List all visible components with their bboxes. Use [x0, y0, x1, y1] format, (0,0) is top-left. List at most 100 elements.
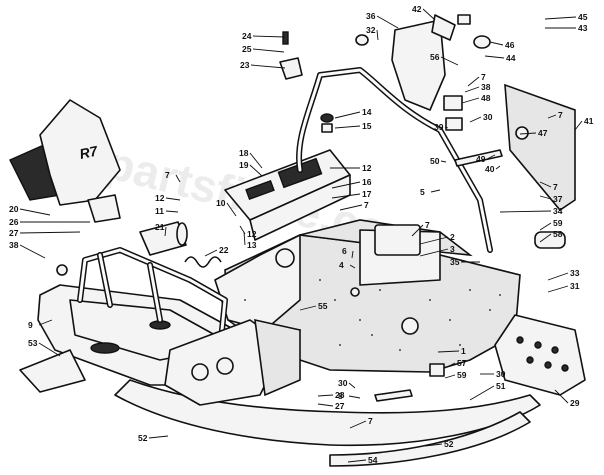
belly-pan-rear: [329, 411, 531, 467]
leader-c13: [243, 231, 246, 246]
skid-plate-53: [19, 349, 86, 393]
column-clamp: [431, 14, 456, 41]
callout-c12a: 12: [362, 163, 372, 173]
callout-c10: 10: [216, 198, 226, 208]
callout-c36: 36: [366, 11, 376, 21]
clamp-block-48: [443, 95, 463, 111]
leader-c19: [249, 164, 263, 177]
leader-c36: [376, 15, 399, 29]
leader-c57: [444, 362, 456, 369]
leader-c4: [349, 264, 356, 269]
callout-c56: 56: [430, 52, 440, 62]
leader-c10: [226, 202, 237, 217]
leader-c7b: [547, 114, 557, 119]
leader-c38: [464, 86, 480, 93]
spindle-boss-2: [216, 357, 234, 375]
callout-c42: 42: [412, 4, 422, 14]
leader-c52b: [424, 443, 443, 447]
callout-c59b: 59: [457, 370, 467, 380]
leader-c50: [440, 160, 447, 163]
leader-c2: [419, 236, 449, 245]
callout-c4: 4: [339, 260, 344, 270]
leader-c1: [437, 350, 460, 353]
steering-block: [374, 224, 421, 256]
callout-c30b: 30: [338, 378, 348, 388]
callout-c28: 28: [335, 390, 345, 400]
leader-c31: [547, 285, 569, 293]
callout-c39: 39: [434, 122, 444, 132]
leader-c27b: [317, 403, 334, 407]
callout-c5: 5: [420, 187, 425, 197]
leader-c16: [331, 181, 361, 189]
bumper-hoop-inner: [78, 248, 227, 352]
callout-c35: 35: [450, 257, 460, 267]
clamp-spring: [184, 256, 222, 268]
callout-c9: 9: [28, 320, 33, 330]
clamp-block-39: [445, 117, 463, 131]
leader-c22: [204, 249, 218, 257]
callout-c7d: 7: [364, 200, 369, 210]
callout-c41: 41: [584, 116, 594, 126]
callout-c50: 50: [430, 156, 440, 166]
right-side-bracket: [504, 83, 576, 212]
callout-c15: 15: [362, 121, 372, 131]
callout-c54: 54: [368, 455, 378, 465]
steering-tube-inner: [297, 68, 492, 252]
callout-c31: 31: [570, 281, 580, 291]
indicator-panel: [245, 179, 275, 201]
knob-14: [320, 113, 334, 123]
leader-c42: [422, 8, 436, 21]
callout-c16: 16: [362, 177, 372, 187]
leader-c29: [554, 389, 569, 404]
side-panel-right: [254, 318, 301, 397]
leader-c44: [484, 55, 505, 59]
callout-c17: 17: [362, 189, 372, 199]
leader-c21: [164, 226, 167, 237]
callout-c6: 6: [342, 246, 347, 256]
bumper-hoop-cross-inner: [98, 253, 162, 322]
callout-c18: 18: [239, 148, 249, 158]
leader-c55: [299, 305, 317, 311]
leader-c7e: [175, 174, 181, 183]
leader-c52a: [148, 435, 169, 439]
leader-c45: [544, 16, 577, 20]
leader-c27a: [19, 231, 81, 234]
callout-c51: 51: [496, 381, 506, 391]
callout-c45: 45: [578, 12, 588, 22]
callout-c37: 37: [553, 194, 563, 204]
callout-c34: 34: [553, 206, 563, 216]
grommet-46: [473, 35, 491, 49]
leader-c33: [547, 272, 569, 281]
clip-23: [279, 57, 303, 80]
chassis-hole-right: [401, 317, 419, 335]
callout-c30a: 30: [483, 112, 493, 122]
leader-c48: [461, 97, 480, 104]
leader-c7d: [339, 204, 363, 211]
callout-c7b: 7: [558, 110, 563, 120]
callout-c55: 55: [318, 301, 328, 311]
air-duct-hose: [139, 221, 187, 256]
callout-c22: 22: [219, 245, 229, 255]
callout-c47: 47: [538, 128, 548, 138]
footrest-holes: [516, 336, 569, 372]
leader-c7f: [411, 224, 424, 237]
leader-c30a: [469, 116, 482, 123]
leader-c59: [539, 222, 552, 231]
leader-c28: [317, 394, 334, 397]
leader-c8: [348, 395, 361, 399]
leader-c11: [165, 210, 179, 213]
callout-c19: 19: [239, 160, 249, 170]
leader-c51: [469, 385, 495, 401]
leader-c34: [499, 210, 552, 213]
leader-c39: [444, 126, 449, 129]
bracket-bushing: [515, 126, 529, 140]
strap-8: [374, 389, 413, 402]
callout-c25: 25: [242, 44, 252, 54]
chassis-texture: [244, 279, 501, 351]
leader-c14: [334, 111, 361, 119]
leader-c41: [574, 120, 583, 131]
callout-c8: 8: [338, 391, 343, 401]
leader-c17: [331, 193, 361, 199]
leader-c18: [249, 152, 263, 169]
